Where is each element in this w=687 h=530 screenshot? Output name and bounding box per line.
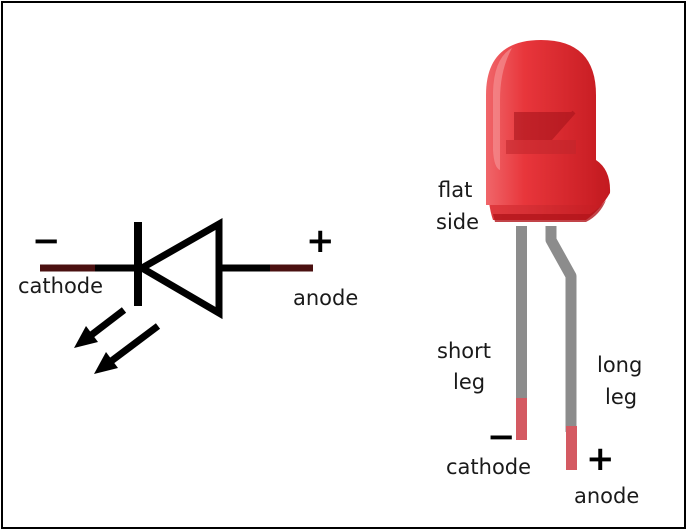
short-leg-label-line2: leg	[453, 370, 485, 394]
led-cathode-label: cathode	[446, 455, 531, 479]
led-highlight	[493, 48, 512, 170]
short-leg-label-line1: short	[437, 339, 491, 363]
anode-plus-sign: +	[306, 221, 335, 261]
long-leg	[545, 226, 577, 470]
led-plus-sign: +	[586, 439, 615, 479]
led-illustration: flat side short leg long leg − + cathode…	[436, 40, 642, 508]
symbol-anode-label: anode	[293, 286, 358, 310]
anode-triangle	[135, 217, 223, 320]
led-minus-sign: −	[487, 417, 516, 457]
diode-symbol: − + cathode anode	[18, 217, 358, 374]
flat-side-label-line1: flat	[438, 178, 472, 202]
short-leg	[516, 226, 527, 440]
led-internal-die	[506, 110, 576, 154]
long-leg-label-line1: long	[597, 353, 642, 377]
led-rim-shadow	[493, 200, 606, 222]
cathode-minus-sign: −	[32, 221, 61, 261]
flat-side-label-line2: side	[436, 210, 479, 234]
emission-arrow-icon	[94, 323, 161, 374]
long-leg-label-line2: leg	[605, 385, 637, 409]
emission-arrow-icon	[74, 307, 127, 348]
led-anode-label: anode	[574, 484, 639, 508]
symbol-cathode-label: cathode	[18, 274, 103, 298]
